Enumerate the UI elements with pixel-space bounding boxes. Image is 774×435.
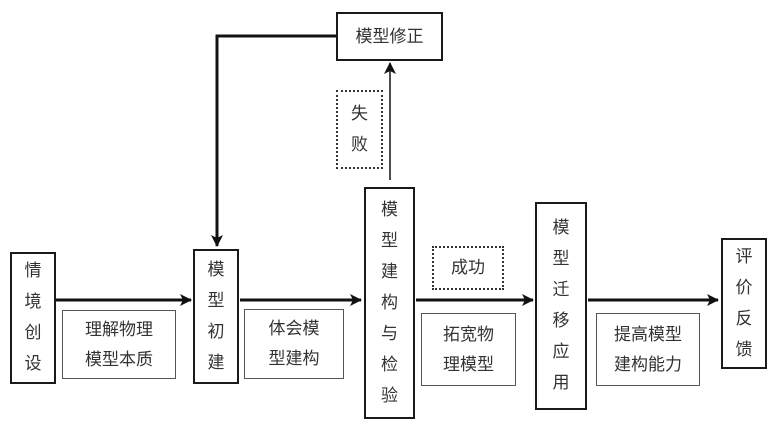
label-char: 迁: [552, 280, 570, 300]
caption-line: 拓宽物: [443, 324, 494, 345]
node-build-and-test: 模型建构与检验: [364, 187, 415, 419]
label-char: 与: [381, 323, 398, 344]
label-char: 移: [552, 311, 570, 331]
label-char: 型: [552, 249, 570, 269]
node-scenario: 情境创设: [10, 252, 56, 384]
label-char: 设: [24, 354, 42, 374]
label-char: 价: [735, 277, 753, 298]
label-char: 型: [207, 290, 225, 311]
label-char: 用: [552, 373, 570, 393]
arrow-revise-to-initial: [211, 34, 336, 247]
label-char: 模: [207, 259, 225, 280]
condition-success-label: 成功: [451, 258, 485, 278]
caption-line: 型建构: [268, 349, 320, 369]
caption-line: 提高模型: [614, 324, 682, 345]
label-char: 建: [381, 261, 398, 282]
node-revise: 模型修正: [336, 12, 443, 61]
label-char: 创: [24, 323, 42, 343]
label-char: 馈: [735, 339, 753, 360]
node-feedback: 评价反馈: [721, 238, 767, 369]
condition-success: 成功: [432, 246, 504, 290]
caption-experience-construction: 体会模 型建构: [244, 309, 344, 379]
label-char: 验: [381, 385, 398, 406]
label-char: 失: [351, 103, 368, 124]
caption-line: 理解物理: [85, 319, 153, 340]
label-char: 检: [381, 354, 398, 375]
node-initial-model: 模型初建: [193, 249, 239, 384]
label-char: 构: [381, 292, 398, 313]
label-char: 模: [381, 199, 398, 220]
caption-line: 模型本质: [85, 349, 153, 370]
label-char: 应: [552, 342, 570, 362]
caption-understand-model: 理解物理 模型本质: [62, 310, 176, 379]
caption-line: 建构能力: [614, 354, 682, 375]
node-revise-label: 模型修正: [355, 26, 424, 47]
label-char: 模: [552, 218, 570, 238]
label-char: 型: [381, 230, 398, 251]
caption-line: 理模型: [443, 354, 494, 375]
label-char: 败: [351, 134, 368, 155]
label-char: 评: [735, 246, 753, 267]
label-char: 建: [207, 352, 225, 373]
condition-fail: 失败: [336, 90, 383, 169]
label-char: 反: [735, 308, 753, 329]
label-char: 境: [24, 292, 42, 312]
caption-line: 体会模: [268, 319, 320, 339]
label-char: 情: [24, 261, 42, 281]
label-char: 初: [207, 321, 225, 342]
node-transfer: 模型迁移应用: [535, 202, 587, 410]
caption-broaden-model: 拓宽物 理模型: [421, 313, 516, 386]
caption-improve-ability: 提高模型 建构能力: [596, 313, 700, 386]
